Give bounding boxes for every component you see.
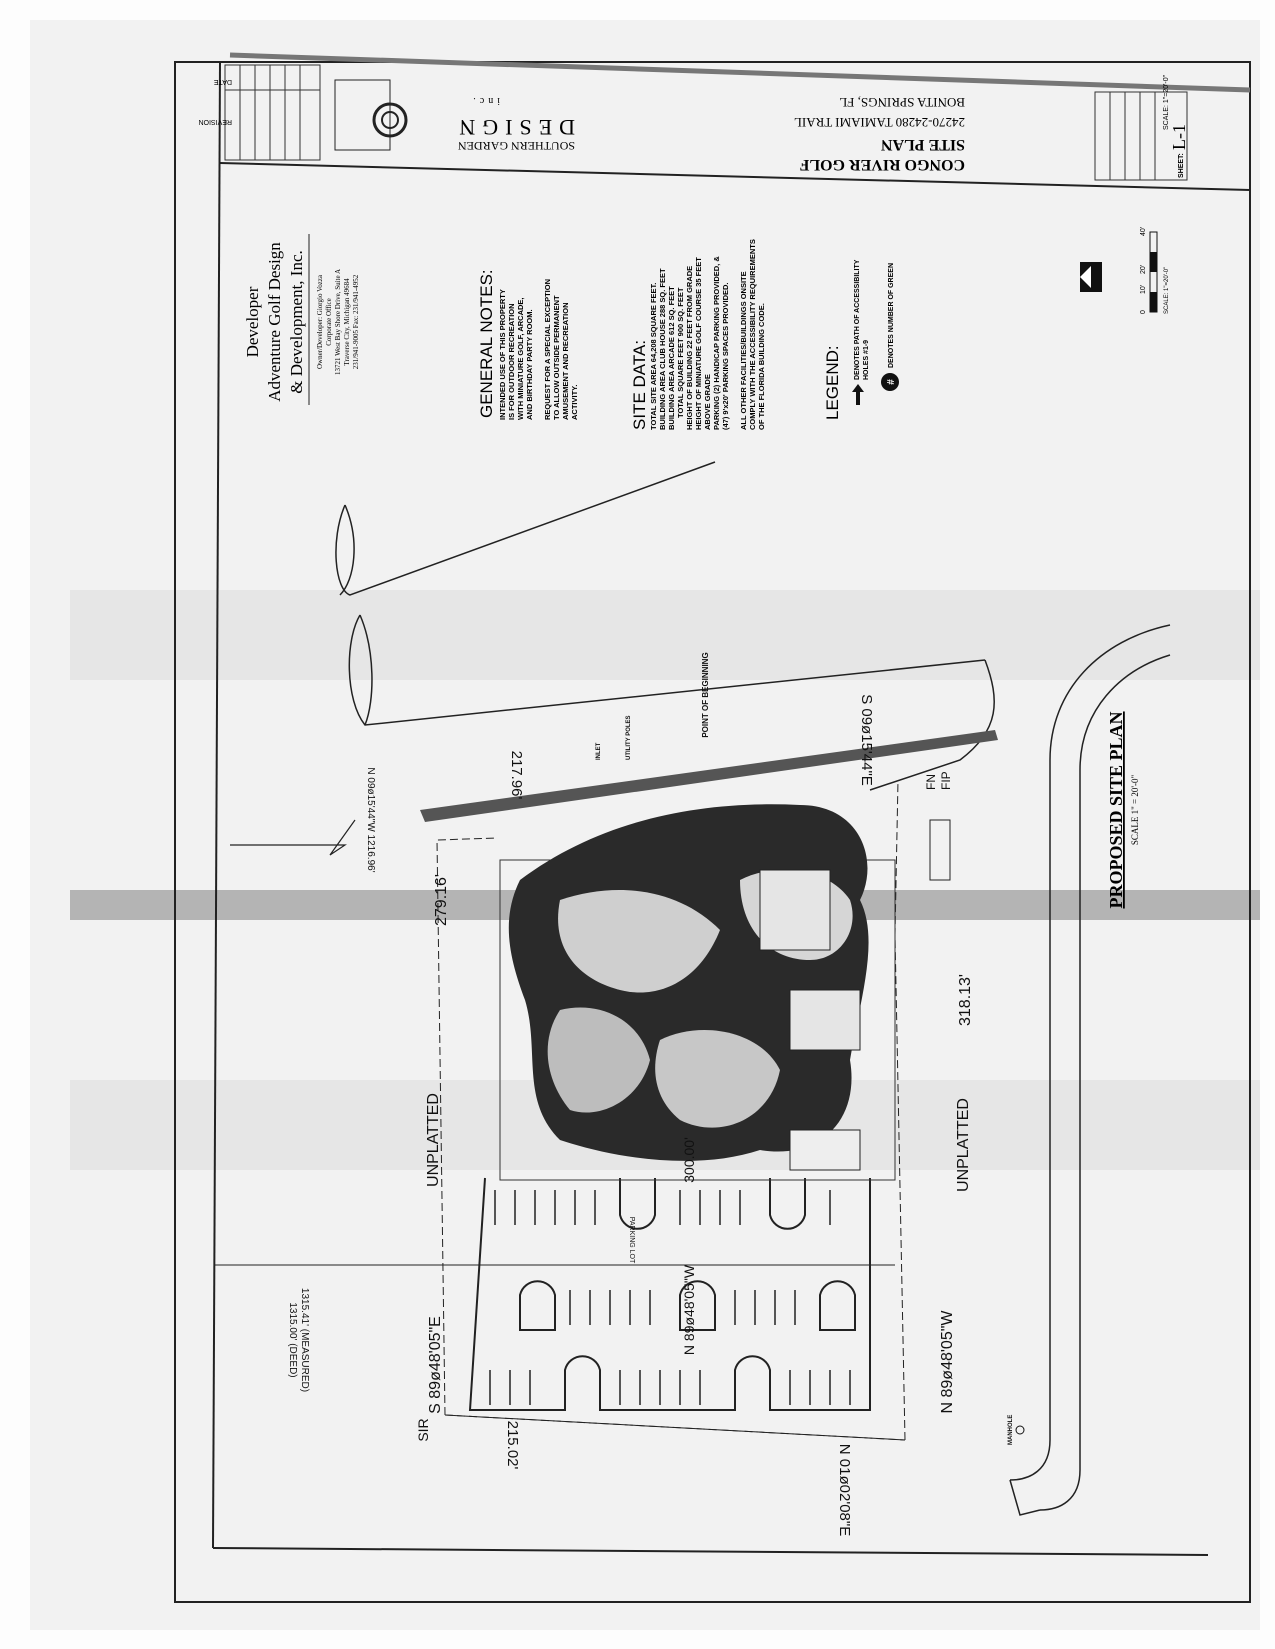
note-line: ACTIVITY. — [570, 385, 579, 420]
developer-company-2: & Development, Inc. — [287, 250, 306, 394]
north-dimension: 279.16' — [433, 874, 450, 926]
note-line: AMUSEMENT AND RECREATION — [561, 303, 570, 421]
site-data: SITE DATA: TOTAL SITE AREA 64,208 SQUARE… — [630, 239, 766, 430]
developer-office: Corporate Office — [325, 298, 333, 346]
road-outlines — [335, 461, 1171, 1516]
parking-lot — [468, 1177, 871, 1411]
scale-tick: 0 — [1140, 310, 1147, 314]
developer-company-1: Adventure Golf Design — [265, 242, 284, 402]
bearing-south: N 89ø48'05"W — [939, 1310, 956, 1414]
site-data-line: ALL OTHER FACILITIES/BUILDINGS ONSITE — [739, 271, 748, 430]
note-line: INTENDED USE OF THIS PROPERTY — [498, 289, 507, 420]
developer-address-2: Traverse City, Michigan 49684 — [343, 278, 351, 366]
plan-scale: SCALE 1" = 20'-0" — [1130, 775, 1140, 846]
scale-bar: 0 10' 20' 40' SCALE: 1"=20'-0" — [1080, 227, 1170, 314]
scale-tick: 20' — [1140, 265, 1147, 274]
site-data-line: ABOVE GRADE — [703, 374, 712, 430]
mini-golf-course — [499, 804, 951, 1181]
measured-distance: 1315.41' (MEASURED) — [299, 1288, 310, 1392]
unplatted-south: UNPLATTED — [955, 1098, 972, 1192]
sheet-info-table — [1094, 91, 1188, 181]
firm-inc: inc. — [469, 95, 500, 106]
point-of-beginning: POINT OF BEGINNING — [701, 652, 710, 737]
site-data-heading: SITE DATA: — [630, 340, 649, 430]
green-number-symbol: # — [886, 379, 897, 385]
project-name: CONGO RIVER GOLF — [799, 156, 965, 173]
inlet-label: INLET — [596, 742, 602, 760]
developer-heading: Developer — [243, 286, 262, 357]
general-notes-heading: GENERAL NOTES: — [477, 269, 496, 418]
unplatted-north: UNPLATTED — [425, 1093, 442, 1187]
note-line: AND BIRTHDAY PARTY ROOM. — [525, 309, 534, 420]
green-number-icon — [881, 373, 899, 391]
sir-label: SIR — [415, 1418, 431, 1441]
east-road-strip — [420, 730, 998, 822]
general-notes: GENERAL NOTES: INTENDED USE OF THIS PROP… — [477, 269, 579, 420]
site-data-line: TOTAL SQUARE FEET 900 SQ. FEET — [676, 287, 685, 418]
sheet-label: SHEET: — [1178, 153, 1185, 178]
manhole-label: MANHOLE — [1008, 1415, 1014, 1445]
project-title-block: CONGO RIVER GOLF SITE PLAN 24270-24280 T… — [794, 95, 965, 173]
sheet-scale: SCALE: 1"=20'-0" — [1163, 74, 1170, 130]
date-header: DATE — [214, 78, 232, 85]
fip-label: FIP — [939, 771, 953, 790]
scale-tick: 40' — [1140, 227, 1147, 236]
bearing-west: N 01ø02'08"E — [836, 1444, 853, 1536]
scale-tick: 10' — [1140, 285, 1147, 294]
site-data-line: COMPLY WITH THE ACCESSIBILITY REQUIREMEN… — [748, 239, 757, 430]
south-dimension: 318.13' — [957, 974, 974, 1026]
bearing-north: S 89ø48'05"E — [427, 1316, 444, 1414]
bearing-tie: N 09ø15'44"W 1216.96' — [365, 767, 376, 872]
southern-garden-logo: DESIGN inc. SOUTHERN GARDEN — [334, 79, 575, 153]
legend-path-label: DENOTES PATH OF ACCESSIBILITY — [854, 259, 861, 380]
site-data-line: TOTAL SITE AREA 64,208 SQUARE FEET. — [649, 283, 658, 430]
legend: LEGEND: DENOTES PATH OF ACCESSIBILITY HO… — [823, 259, 899, 420]
firm-name: SOUTHERN GARDEN — [458, 139, 575, 153]
plan-title: PROPOSED SITE PLAN — [1106, 711, 1126, 908]
note-line: REQUEST FOR A SPECIAL EXCEPTION — [543, 279, 552, 420]
revision-header: REVISION — [199, 118, 232, 125]
sheet-border — [174, 61, 1251, 1603]
note-line: IS FOR OUTDOOR RECREATION — [507, 303, 516, 420]
site-data-line: HEIGHT OF MINIATURE GOLF COURSE 35 FEET — [694, 257, 703, 430]
site-data-line: PARKING (2) HANDICAP PARKING PROVIDED, & — [712, 256, 721, 430]
legend-green-label: DENOTES NUMBER OF GREEN — [888, 263, 895, 368]
legend-path-label-2: HOLES #1-9 — [863, 340, 870, 380]
developer-phone: 231/941-9005 Fax: 231/941-4952 — [352, 274, 360, 369]
developer-address-1: 13721 West Bay Shore Drive, Suite A — [334, 269, 342, 375]
utility-poles-label: UTILITY POLES — [626, 715, 632, 760]
note-line: TO ALLOW OUTSIDE PERMANENT — [552, 295, 561, 420]
firm-design: DESIGN — [452, 115, 575, 140]
manhole-icon — [1015, 1425, 1025, 1435]
site-data-line: OF THE FLORIDA BUILDING CODE. — [757, 303, 766, 430]
sheet-title: SITE PLAN — [881, 136, 965, 153]
inner-dimension: 300.00' — [681, 1137, 697, 1183]
west-dimension: 215.02' — [504, 1421, 521, 1470]
deed-distance: 1315.00' (DEED) — [287, 1302, 298, 1377]
bearing-inner: N 89ø48'05"W — [681, 1264, 697, 1355]
developer-block: Developer Adventure Golf Design & Develo… — [243, 234, 360, 405]
developer-owner: Owner/Developer: Giorgio Vozza — [316, 274, 324, 369]
site-data-line: HEIGHT OF BUILDING 22 FEET FROM GRADE — [685, 266, 694, 430]
project-address: 24270-24280 TAMIAMI TRAIL — [794, 115, 965, 130]
note-line: WITH MINIATURE GOLF, ARCADE, — [516, 298, 525, 421]
accessibility-arrow-icon — [852, 384, 864, 405]
parking-lot-label: PARKING LOT — [628, 1217, 635, 1264]
site-data-line: BUILDING AREA ARCADE 612 SQ. FEET — [667, 286, 676, 430]
legend-heading: LEGEND: — [823, 345, 842, 420]
site-data-line: BUILDING AREA CLUB HOUSE 288 SQ. FEET — [658, 268, 667, 430]
project-city: BONITA SPRINGS, FL — [839, 95, 965, 110]
east-dimension: 217.96' — [508, 751, 525, 800]
fn-label: FN — [924, 774, 938, 790]
revision-table — [224, 64, 321, 161]
site-data-line: (47) 9'x20' PARKING SPACES PROVIDED. — [721, 283, 730, 431]
scale-label: SCALE: 1"=20'-0" — [1164, 267, 1170, 314]
parking-stalls — [489, 1190, 851, 1405]
bearing-east: S 09ø15'44"E — [858, 694, 875, 786]
sheet-number: L-1 — [1169, 124, 1189, 150]
